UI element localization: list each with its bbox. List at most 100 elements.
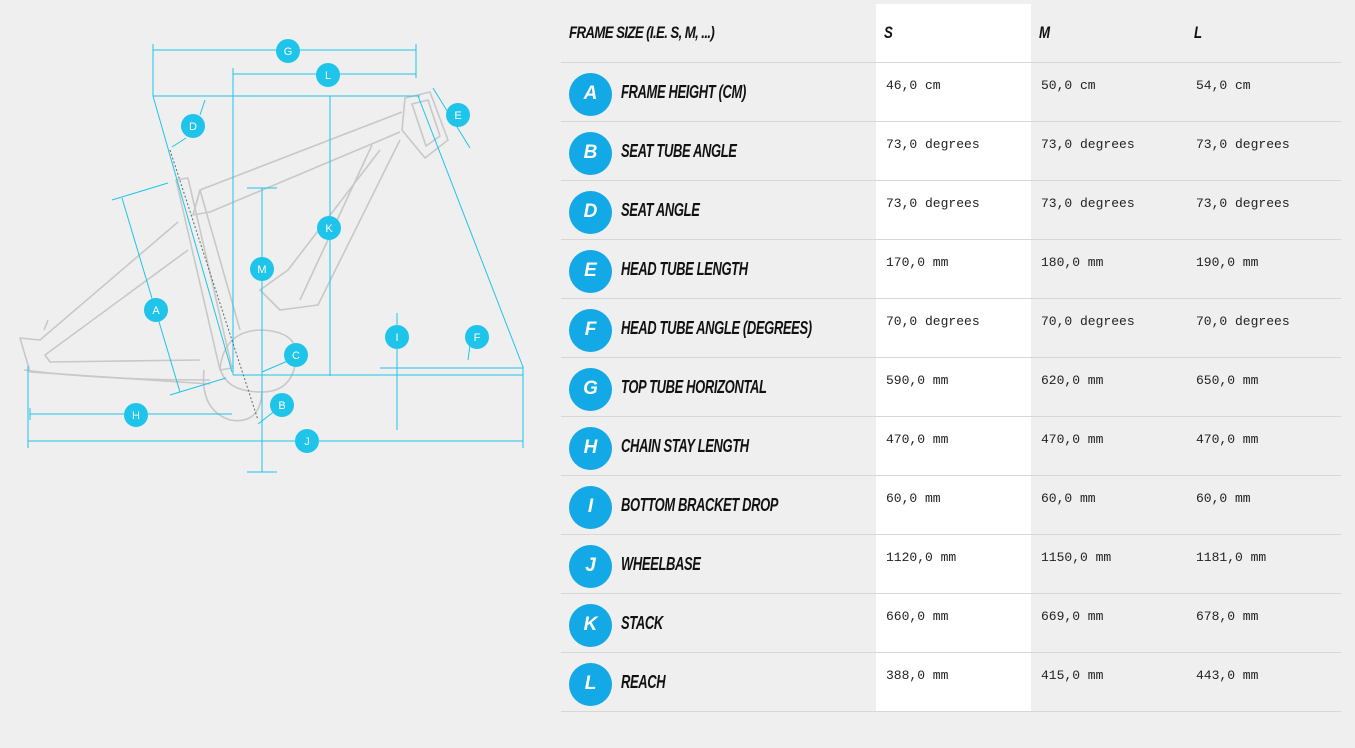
value-s-text: 388,0 mm [886,667,949,683]
value-size-m: 73,0 degrees [1031,121,1186,181]
value-l-text: 678,0 mm [1196,608,1259,624]
badge-d: D [181,114,205,138]
header-size-l: L [1186,4,1341,63]
value-s-text: 46,0 cm [886,77,941,93]
value-size-s: 590,0 mm [876,357,1031,417]
badge-c: C [284,343,308,367]
value-size-s: 73,0 degrees [876,180,1031,240]
dimension-label: TOP TUBE HORIZONTAL [621,376,767,397]
dimension-letter-badge: H [569,426,612,470]
value-size-m: 1150,0 mm [1031,534,1186,594]
value-l-text: 73,0 degrees [1196,136,1290,152]
dimension-letter-badge: B [569,131,612,175]
bike-frame-outline [19,91,449,422]
badge-circle [181,114,205,138]
value-size-l: 54,0 cm [1186,62,1341,122]
badge-letter: L [325,70,331,82]
value-m-text: 620,0 mm [1041,372,1104,388]
value-l-text: 650,0 mm [1196,372,1259,388]
dimension-label: FRAME HEIGHT (CM) [621,81,746,102]
value-size-m: 620,0 mm [1031,357,1186,417]
badge-letter: G [284,46,293,58]
badge-k: K [317,216,341,240]
value-size-l: 70,0 degrees [1186,298,1341,358]
value-m-text: 73,0 degrees [1041,195,1135,211]
row-label-cell: G TOP TUBE HORIZONTAL [561,357,876,417]
dimension-letter-badge: G [569,367,612,411]
badge-circle [465,325,489,349]
dimension-label: CHAIN STAY LENGTH [621,435,749,456]
value-l-text: 443,0 mm [1196,667,1259,683]
badge-circle [446,103,470,127]
row-label-cell: H CHAIN STAY LENGTH [561,416,876,476]
value-size-l: 470,0 mm [1186,416,1341,476]
dimension-letter-badge: F [569,308,612,352]
value-size-s: 170,0 mm [876,239,1031,299]
value-s-text: 170,0 mm [886,254,949,270]
value-s-text: 1120,0 mm [886,549,957,565]
dimension-letter-badge: K [569,603,612,647]
value-s-text: 73,0 degrees [886,136,980,152]
badge-letter: M [257,264,266,276]
badge-circle [124,403,148,427]
value-s-text: 470,0 mm [886,431,949,447]
badge-f: F [465,325,489,349]
badge-h: H [124,403,148,427]
badge-circle [295,429,319,453]
value-size-m: 50,0 cm [1031,62,1186,122]
value-size-m: 70,0 degrees [1031,298,1186,358]
value-l-text: 1181,0 mm [1196,549,1267,565]
value-size-l: 73,0 degrees [1186,121,1341,181]
badge-circle [144,298,168,322]
value-m-text: 70,0 degrees [1041,313,1135,329]
badge-letter: D [189,121,197,133]
value-m-text: 180,0 mm [1041,254,1104,270]
value-m-text: 415,0 mm [1041,667,1104,683]
badge-circle [270,393,294,417]
dimension-letter-badge: J [569,544,612,588]
badge-e: E [446,103,470,127]
value-l-text: 70,0 degrees [1196,313,1290,329]
dimension-letter-badge: I [569,485,612,529]
header-size-s-label: S [884,23,893,42]
badge-letter: I [395,332,398,344]
dimension-label: HEAD TUBE LENGTH [621,258,748,279]
value-s-text: 70,0 degrees [886,313,980,329]
value-m-text: 73,0 degrees [1041,136,1135,152]
badge-letter: J [304,436,310,448]
header-frame-size: FRAME SIZE (I.E. S, M, ...) [561,4,876,63]
value-size-s: 470,0 mm [876,416,1031,476]
value-size-l: 1181,0 mm [1186,534,1341,594]
value-size-l: 650,0 mm [1186,357,1341,417]
badge-letter: K [325,223,333,235]
value-m-text: 60,0 mm [1041,490,1096,506]
value-m-text: 1150,0 mm [1041,549,1112,565]
badge-a: A [144,298,168,322]
badge-letter: E [454,110,461,122]
value-m-text: 669,0 mm [1041,608,1104,624]
badge-j: J [295,429,319,453]
badge-letter: H [132,410,140,422]
value-m-text: 50,0 cm [1041,77,1096,93]
badge-circle [284,343,308,367]
dimension-label: HEAD TUBE ANGLE (DEGREES) [621,317,812,338]
header-frame-size-label: FRAME SIZE (I.E. S, M, ...) [569,23,715,42]
value-size-m: 73,0 degrees [1031,180,1186,240]
value-m-text: 470,0 mm [1041,431,1104,447]
value-size-s: 60,0 mm [876,475,1031,535]
badge-l: L [316,63,340,87]
badge-circle [385,325,409,349]
badge-circle [317,216,341,240]
value-size-m: 180,0 mm [1031,239,1186,299]
table-row: F HEAD TUBE ANGLE (DEGREES) 70,0 degrees 70… [561,298,1341,358]
